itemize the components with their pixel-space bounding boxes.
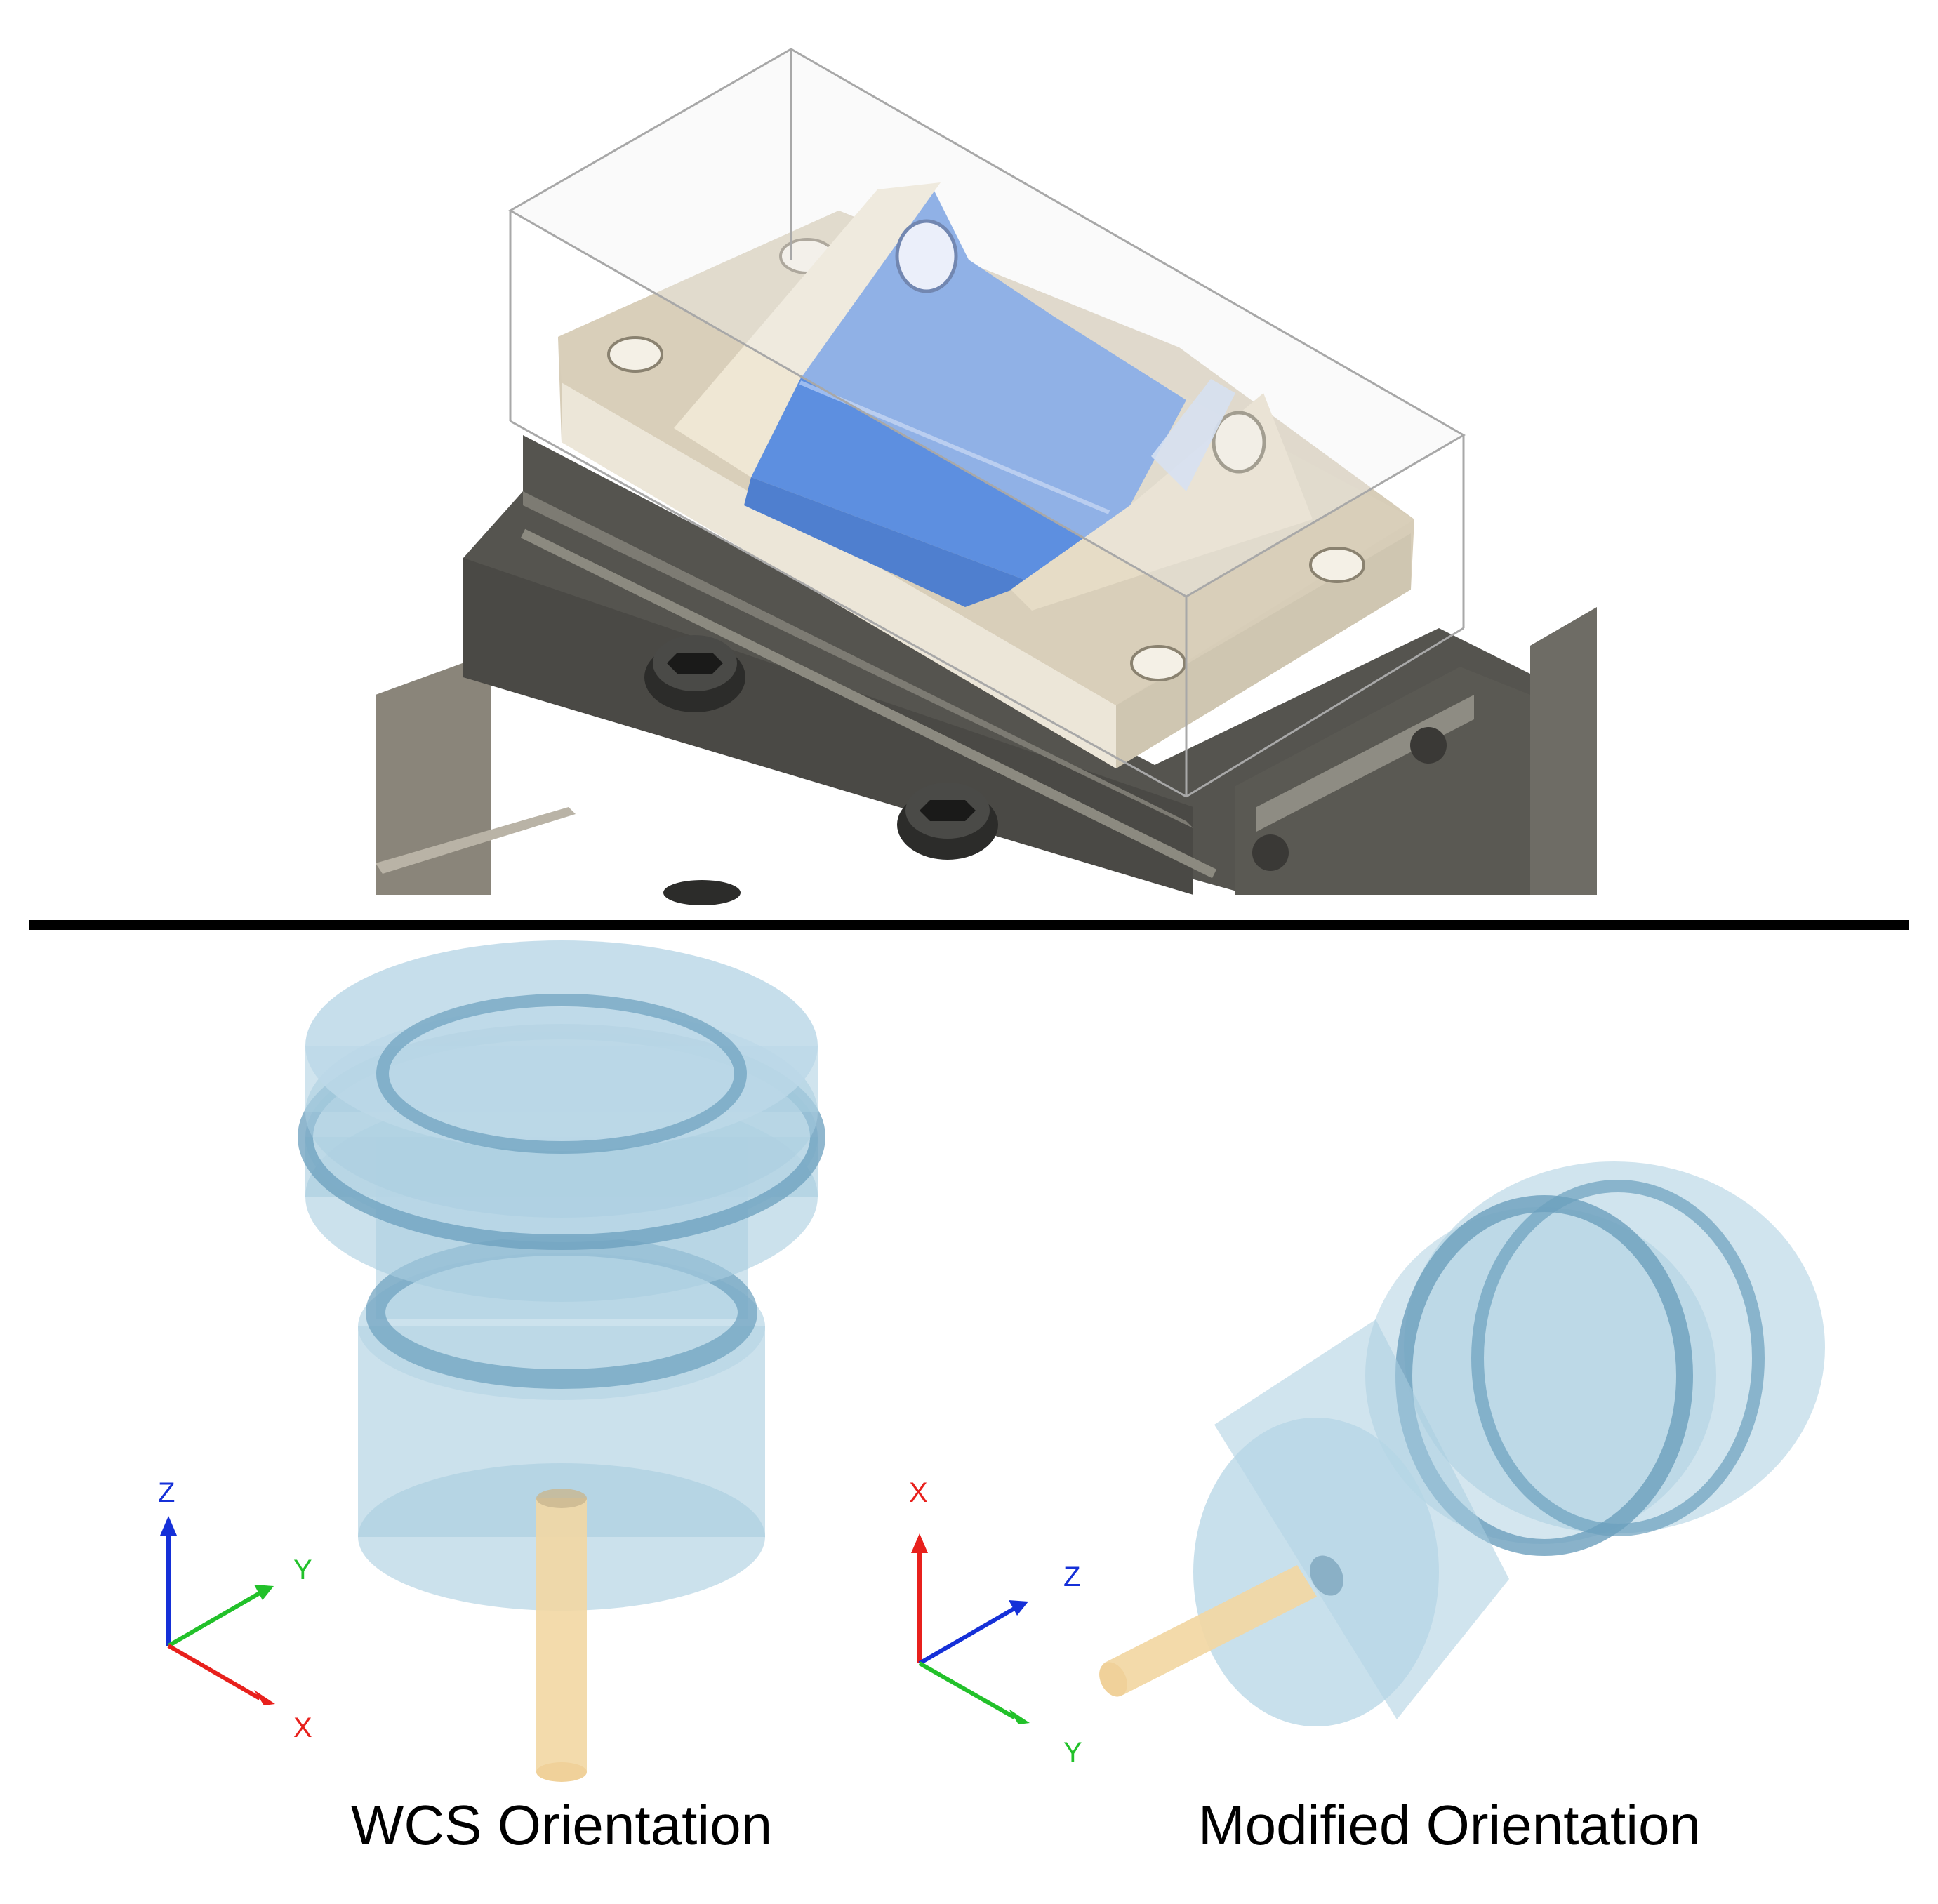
socket-screw-1 — [644, 635, 745, 712]
wcs-y-label: Y — [293, 1555, 312, 1585]
mount-hole-1 — [607, 336, 663, 373]
modified-z-label: Z — [1063, 1562, 1080, 1592]
wcs-top-face — [305, 940, 818, 1151]
wcs-pin — [536, 1498, 587, 1772]
modified-z-axis — [918, 1606, 1016, 1665]
mount-hole-3 — [1130, 645, 1186, 681]
modified-tool-model — [1099, 1161, 1825, 1726]
wcs-tool-model — [298, 940, 825, 1782]
modified-axis-triad: X Z Y — [909, 1477, 1082, 1768]
modified-y-label: Y — [1063, 1737, 1082, 1768]
lug-hole-left — [895, 219, 958, 293]
modified-y-axis — [918, 1661, 1016, 1719]
mount-hole-4 — [1309, 547, 1365, 583]
wcs-axis-triad: Z Y X — [158, 1477, 312, 1743]
caption-wcs-orientation: WCS Orientation — [351, 1794, 772, 1856]
stock-bounding-box — [507, 48, 1466, 798]
modified-pin — [1103, 1565, 1317, 1695]
lug-hole-right — [1212, 411, 1266, 474]
vise-right-block — [1530, 607, 1597, 895]
wcs-x-label: X — [293, 1712, 312, 1743]
wcs-x-axis — [167, 1644, 261, 1700]
cad-vise-model — [376, 48, 1597, 905]
wcs-y-axis — [167, 1591, 261, 1648]
wcs-z-label: Z — [158, 1477, 175, 1508]
modified-x-label: X — [909, 1477, 928, 1508]
vise-base-plate — [376, 653, 491, 895]
caption-modified-orientation: Modified Orientation — [1198, 1794, 1701, 1856]
socket-screw-2 — [897, 783, 998, 860]
